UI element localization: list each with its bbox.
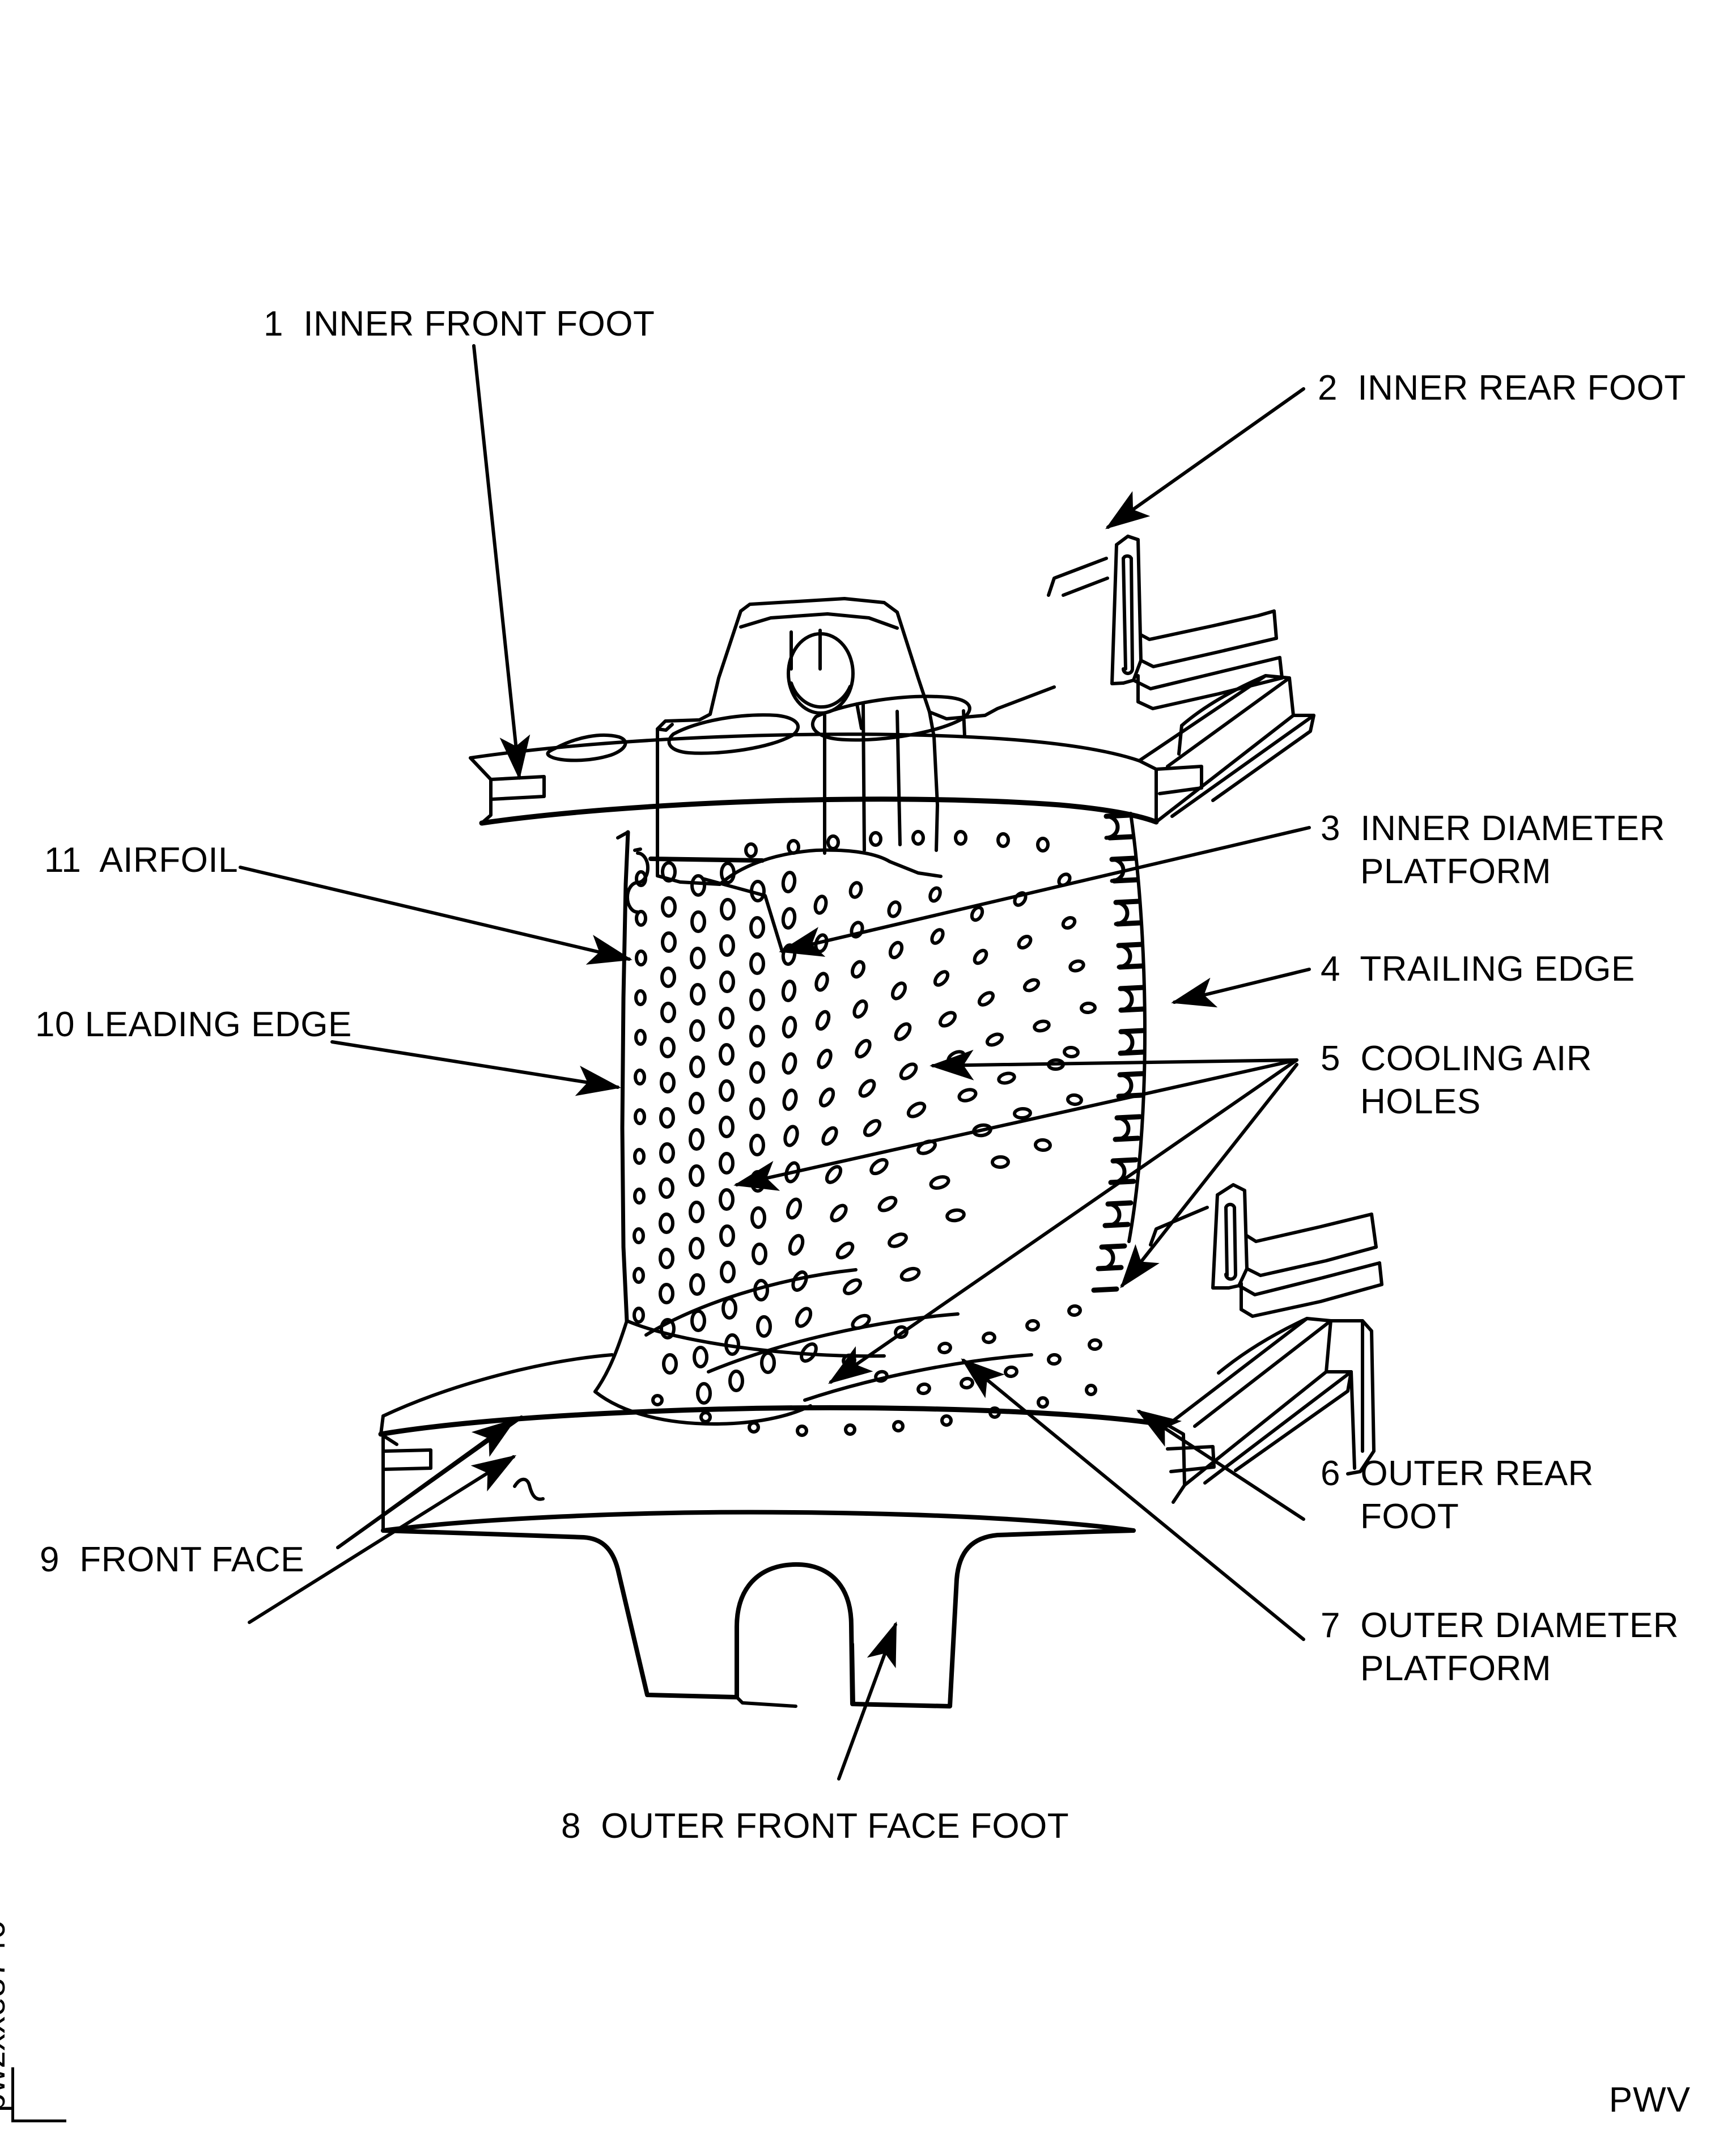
callout-label-10: 10 LEADING EDGE: [35, 1005, 352, 1044]
callout-label-9: 9 FRONT FACE: [40, 1540, 304, 1579]
callout-label-5-line2: HOLES: [1360, 1082, 1481, 1121]
callout-label-3-line1: 3 INNER DIAMETER: [1321, 809, 1665, 848]
airfoil-body: [593, 812, 1147, 1426]
callout-label-4: 4 TRAILING EDGE: [1321, 949, 1635, 989]
callout-label-2: 2 INNER REAR FOOT: [1318, 368, 1686, 408]
callout-label-7-line2: PLATFORM: [1360, 1649, 1551, 1688]
callout-label-8: 8 OUTER FRONT FACE FOOT: [561, 1807, 1069, 1846]
callout-label-5-line1: 5 COOLING AIR: [1321, 1039, 1593, 1078]
company-mark: PWV: [1608, 2080, 1691, 2119]
corner-bracket: [11, 2067, 66, 2122]
outer-rear-foot: [1149, 1183, 1383, 1318]
callout-label-11: 11 AIRFOIL: [44, 841, 239, 880]
inner-diameter-platform: [469, 674, 1315, 826]
callout-label-6-line2: FOOT: [1360, 1497, 1459, 1536]
drawing-id: pwzxxe8746: [0, 1920, 12, 2112]
callout-label-7-line1: 7 OUTER DIAMETER: [1321, 1606, 1679, 1645]
outer-front-face-foot: [381, 1528, 1136, 1709]
callout-label-1: 1 INNER FRONT FOOT: [264, 304, 655, 344]
callout-label-6-line1: 6 OUTER REAR: [1321, 1454, 1594, 1493]
callout-label-3-line2: PLATFORM: [1360, 852, 1551, 891]
leader-lines: [239, 344, 1311, 1781]
airfoil-surface-lines: [633, 847, 1033, 1402]
inner-rear-foot: [1047, 535, 1284, 710]
cooling-air-holes: [633, 830, 1102, 1437]
trailing-edge-slot-caps: [1100, 814, 1135, 1271]
